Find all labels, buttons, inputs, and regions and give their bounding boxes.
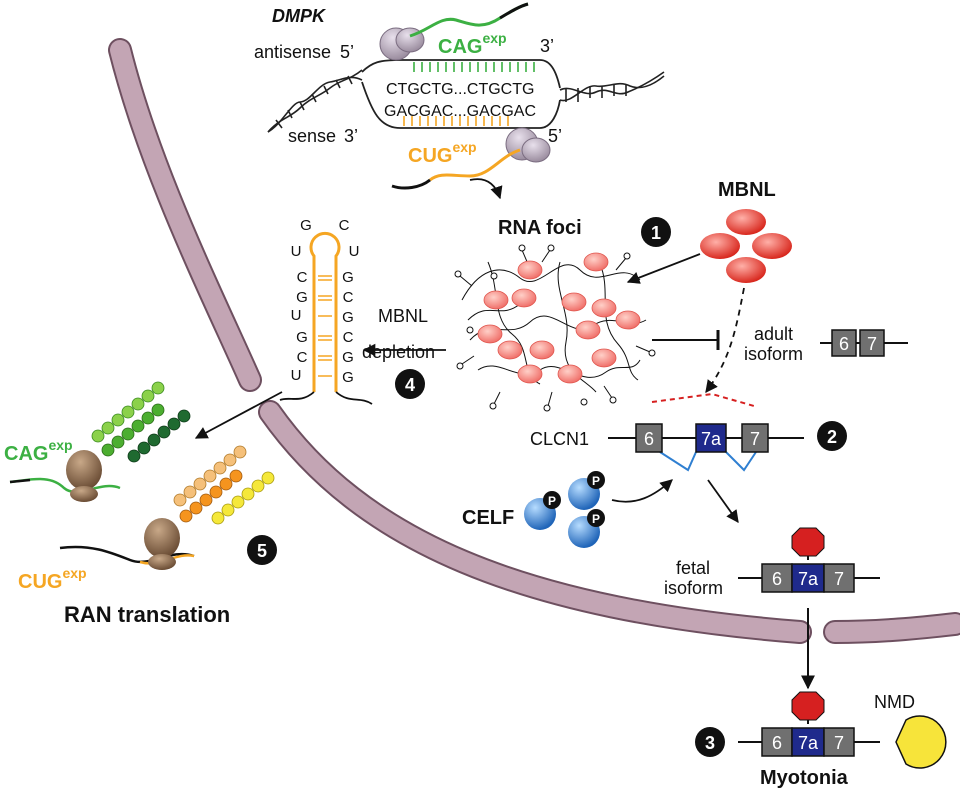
hairpin-left-3: G bbox=[296, 329, 308, 346]
hairpin-left-2: U bbox=[291, 307, 302, 324]
hairpin-right-1: C bbox=[343, 289, 354, 306]
dmpk-transcription: DMPK CTGCTG...CTGCTG GACGAC...GACGAC ant… bbox=[254, 2, 665, 190]
hairpin-left-4: C bbox=[297, 349, 308, 366]
dna-helix-right bbox=[559, 71, 665, 102]
mbnl-depletion-label-1: MBNL bbox=[378, 306, 428, 326]
step-badge-3: 3 bbox=[695, 727, 725, 757]
hairpin-right-5: G bbox=[342, 369, 354, 386]
svg-text:1: 1 bbox=[651, 223, 661, 243]
adult-label-1: adult bbox=[754, 324, 793, 344]
step-badge-1: 1 bbox=[641, 217, 671, 247]
nmd-label: NMD bbox=[874, 692, 915, 712]
cug-repeat-ticks bbox=[403, 116, 509, 126]
clcn1-exon-6: 6 bbox=[644, 429, 654, 449]
cag-peptide-chains bbox=[91, 381, 191, 463]
cag-transcript bbox=[409, 2, 529, 38]
rna-polymerase-antisense bbox=[379, 27, 425, 61]
svg-text:2: 2 bbox=[827, 427, 837, 447]
sense-5prime: 5’ bbox=[548, 126, 562, 146]
cug-transcript bbox=[429, 148, 521, 182]
hairpin-right-3: C bbox=[343, 329, 354, 346]
fetal-exon-6: 6 bbox=[772, 569, 782, 589]
fetal-label-1: fetal bbox=[676, 558, 710, 578]
myotonia-exon-7a: 7a bbox=[798, 733, 819, 753]
celf-proteins: CELF P P P bbox=[462, 471, 605, 548]
clcn1-exon-7: 7 bbox=[750, 429, 760, 449]
svg-text:P: P bbox=[548, 494, 556, 508]
svg-text:P: P bbox=[592, 474, 600, 488]
myotonia-exon-6: 6 bbox=[772, 733, 782, 753]
nmd-pacman-icon: NMD bbox=[874, 692, 947, 769]
ran-translation: CAGexp CUGexp 5 RAN translation bbox=[4, 381, 277, 627]
svg-text:P: P bbox=[592, 512, 600, 526]
clcn1-label: CLCN1 bbox=[530, 429, 589, 449]
hairpin-top-left: G bbox=[300, 217, 312, 234]
svg-text:3: 3 bbox=[705, 733, 715, 753]
step-badge-2: 2 bbox=[817, 421, 847, 451]
sense-label: sense bbox=[288, 126, 336, 146]
adult-label-2: isoform bbox=[744, 344, 803, 364]
svg-text:5: 5 bbox=[257, 541, 267, 561]
inhibition-symbol bbox=[652, 330, 720, 350]
hairpin-right-4: G bbox=[342, 349, 354, 366]
cug-exp-label: CUGexp bbox=[408, 139, 477, 167]
step-badge-4: 4 bbox=[395, 369, 425, 399]
fetal-isoform: fetal isoform 6 7a 7 bbox=[664, 527, 880, 598]
adult-exon-6: 6 bbox=[839, 334, 849, 354]
ran-translation-label: RAN translation bbox=[64, 602, 230, 627]
myotonia-label: Myotonia bbox=[760, 767, 849, 789]
adult-isoform: adult isoform 6 7 bbox=[744, 324, 908, 364]
svg-text:4: 4 bbox=[405, 375, 415, 395]
mbnl-depletion-label-2: depletion bbox=[362, 342, 435, 362]
clcn1-exon-7a: 7a bbox=[701, 429, 722, 449]
stop-codon-icon bbox=[791, 527, 825, 557]
clcn1-splicing: CLCN1 6 7a 7 bbox=[530, 392, 804, 472]
antisense-label: antisense bbox=[254, 42, 331, 62]
antisense-5prime: 5’ bbox=[340, 42, 354, 62]
hairpin-top-right: C bbox=[339, 217, 350, 234]
fetal-exon-7a: 7a bbox=[798, 569, 819, 589]
mbnl-proteins: MBNL bbox=[700, 179, 792, 283]
cag-repeat-ticks bbox=[413, 62, 535, 72]
seq-top: CTGCTG...CTGCTG bbox=[386, 81, 534, 98]
fetal-exon-7: 7 bbox=[834, 569, 844, 589]
arrow-splicing-to-fetal bbox=[707, 479, 739, 524]
rna-foci-label: RNA foci bbox=[498, 217, 582, 239]
arrow-to-ran bbox=[194, 391, 283, 439]
arrow-celf-to-splicing bbox=[611, 479, 673, 503]
step-badge-5: 5 bbox=[247, 535, 277, 565]
sense-3prime: 3’ bbox=[344, 126, 358, 146]
myotonia-isoform: 6 7a 7 Myotonia bbox=[738, 691, 880, 789]
cug-hairpin: G C U U C G U G C U G C G C G G bbox=[279, 217, 373, 405]
stop-codon-icon-2 bbox=[791, 691, 825, 721]
hairpin-left-0: C bbox=[297, 269, 308, 286]
dmpk-gene-label: DMPK bbox=[272, 6, 327, 26]
hairpin-left-1: G bbox=[296, 289, 308, 306]
hairpin-right-2: G bbox=[342, 309, 354, 326]
arrow-mbnl-to-splicing bbox=[705, 287, 745, 394]
fetal-label-2: isoform bbox=[664, 578, 723, 598]
nuclear-membrane bbox=[108, 38, 960, 644]
arrow-to-foci bbox=[469, 178, 503, 200]
ran-cug-label: CUGexp bbox=[18, 565, 87, 593]
mbnl-label: MBNL bbox=[718, 179, 776, 201]
celf-label: CELF bbox=[462, 507, 514, 529]
hairpin-right-0: G bbox=[342, 269, 354, 286]
ran-cag-label: CAGexp bbox=[4, 437, 73, 465]
dna-helix-left bbox=[267, 69, 363, 133]
cug-peptide-chains bbox=[173, 445, 275, 525]
arrow-mbnl-to-foci bbox=[626, 253, 701, 284]
antisense-3prime: 3’ bbox=[540, 36, 554, 56]
myotonia-exon-7: 7 bbox=[834, 733, 844, 753]
seq-bottom: GACGAC...GACGAC bbox=[384, 103, 536, 120]
cag-exp-label: CAGexp bbox=[438, 30, 507, 58]
hairpin-loop-left: U bbox=[291, 243, 302, 260]
hairpin-left-5: U bbox=[291, 367, 302, 384]
hairpin-loop-right: U bbox=[349, 243, 360, 260]
rna-foci: RNA foci bbox=[454, 217, 656, 412]
rna-polymerase-sense bbox=[505, 127, 551, 163]
adult-exon-7: 7 bbox=[867, 334, 877, 354]
